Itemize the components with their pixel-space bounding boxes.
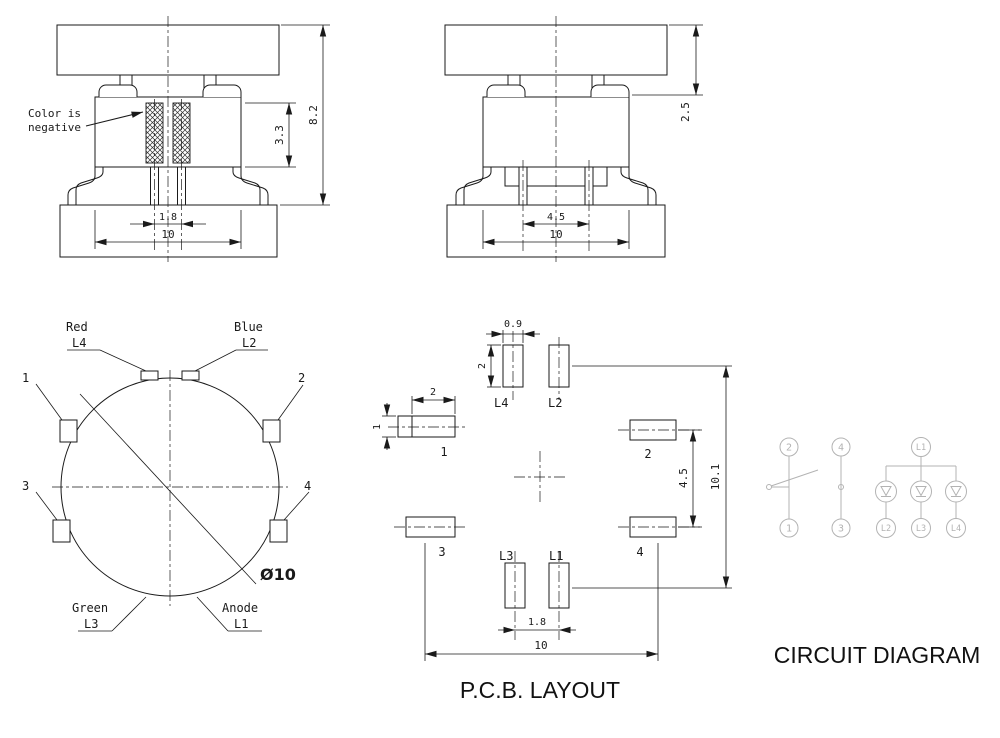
note-color-negative-line1: Color is [28,107,81,120]
front-leg-left-inner [75,167,104,205]
label-pin-1: 1 [22,371,29,385]
circuit-diagram: 2 4 1 3 L1 L2 L3 L4 CI [766,437,981,668]
side-dome-right [590,84,630,97]
mounting-tab-1 [59,419,78,443]
label-l2: L2 [242,336,256,350]
circuit-pin-2: 2 [786,443,792,454]
mounting-tab-2 [262,419,281,443]
top-notch-right [181,370,200,381]
pad-1 [397,415,456,438]
circuit-pin-3: 3 [838,524,844,535]
pcb-label-3: 3 [438,545,445,559]
circuit-l2: L2 [881,524,891,534]
side-dome-left [486,84,526,97]
circuit-l3: L3 [916,524,926,534]
pcb-label-l1: L1 [549,549,563,563]
top-notch-left [140,370,159,381]
label-l4: L4 [72,336,86,350]
dim-4-5-pcb: 4.5 [677,468,690,488]
circuit-l3-circle [911,518,931,538]
label-l1: L1 [234,617,248,631]
circuit-l4: L4 [951,524,961,534]
led-symbol-l4 [945,480,967,519]
led-symbol-l3 [910,480,932,519]
label-pin-3: 3 [22,479,29,493]
pcb-layout: L4 L2 1 2 3 4 L3 L1 [388,331,702,640]
mounting-tab-4 [269,519,288,543]
circuit-l1: L1 [916,443,926,453]
dim-10-side: 10 [549,228,562,241]
dim-1: 1 [372,424,383,430]
switch-symbol [766,456,844,519]
label-anode: Anode [222,601,258,615]
diameter-leader [79,393,257,585]
led-symbol-l2 [875,480,897,519]
label-l3: L3 [84,617,98,631]
side-leg-left-outer [455,167,484,205]
side-leg-right-outer [628,167,657,205]
dim-10-1: 10.1 [709,464,722,491]
circuit-pin-4: 4 [838,443,844,454]
front-view [56,16,280,262]
pcb-label-l3: L3 [499,549,513,563]
pcb-label-l2: L2 [548,396,562,410]
dim-10-pcb: 10 [534,639,547,652]
front-leg-right-outer [240,167,269,205]
circuit-diagram-title: CIRCUIT DIAGRAM [774,642,981,668]
pad-2 [629,419,677,441]
led-bus [885,456,957,481]
dim-1-8-front: 1.8 [159,212,177,223]
dim-4-5-side: 4.5 [547,212,565,223]
pcb-label-4: 4 [636,545,643,559]
side-leg-right-inner [620,167,649,205]
label-green: Green [72,601,108,615]
label-red: Red [66,320,88,334]
pcb-label-l4: L4 [494,396,508,410]
dim-0-9: 0.9 [504,319,522,330]
dim-1-8-pcb: 1.8 [528,617,546,628]
circuit-l4-circle [946,518,966,538]
pcb-layout-title: P.C.B. LAYOUT [460,677,620,703]
side-view [444,16,668,262]
dim-8-2: 8.2 [307,105,320,125]
front-dome-right [202,84,242,97]
top-view-labels: Red L4 Blue L2 1 2 3 4 Green L3 Anode L1… [22,320,311,632]
note-color-negative-line2: negative [28,121,81,134]
side-leg-left-inner [463,167,492,205]
dim-2-5: 2.5 [679,102,692,122]
pad-4 [629,516,677,538]
circuit-pin-1: 1 [786,524,792,535]
front-dome-left [98,84,138,97]
front-leg-right-inner [232,167,261,205]
label-pin-4: 4 [304,479,311,493]
mounting-tab-3 [52,519,71,543]
top-view [52,370,288,606]
pcb-dimensions: 0.9 2 2 1 4.5 10.1 1.8 10 P.C.B. LAYOUT [372,319,732,703]
front-base-plate [59,204,278,258]
dim-2-vertical: 2 [477,363,488,369]
pcb-label-1: 1 [440,445,447,459]
front-leg-left-outer [67,167,96,205]
note-arrow [85,111,144,127]
dim-10-front: 10 [161,228,174,241]
front-dimensions: 3.3 8.2 1.8 10 Color is negative [28,24,330,249]
dim-3-3: 3.3 [273,125,286,145]
side-dimensions: 2.5 4.5 10 [482,24,703,249]
label-blue: Blue [234,320,263,334]
dim-2-horizontal: 2 [430,387,436,398]
label-diameter-10: Ø10 [260,565,296,584]
label-pin-2: 2 [298,371,305,385]
circuit-l2-circle [876,518,896,538]
pcb-label-2: 2 [644,447,651,461]
